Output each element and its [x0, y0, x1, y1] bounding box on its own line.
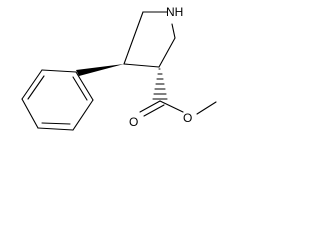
ring-bond-c4-c3 — [123, 63, 160, 68]
atom-label-nh: NH — [166, 5, 183, 19]
bond-o-methyl — [196, 101, 217, 115]
wedge-bond-phenyl — [76, 64, 124, 76]
bond-c-o-double-2 — [143, 104, 165, 117]
bond-c-o-double-1 — [139, 100, 161, 113]
ring-bond-c3-c2 — [123, 11, 144, 65]
bond-c-o-single — [159, 100, 184, 113]
hashed-wedge-bond-ester — [152, 68, 168, 100]
ring-bond-c5-c4 — [158, 37, 176, 68]
atom-label-o-carbonyl: O — [129, 115, 138, 129]
molecule-diagram: NH O O — [21, 5, 217, 131]
ring-bond-n-c5 — [171, 23, 176, 39]
phenyl-ring — [21, 69, 94, 131]
atom-label-o-ester: O — [183, 111, 192, 125]
